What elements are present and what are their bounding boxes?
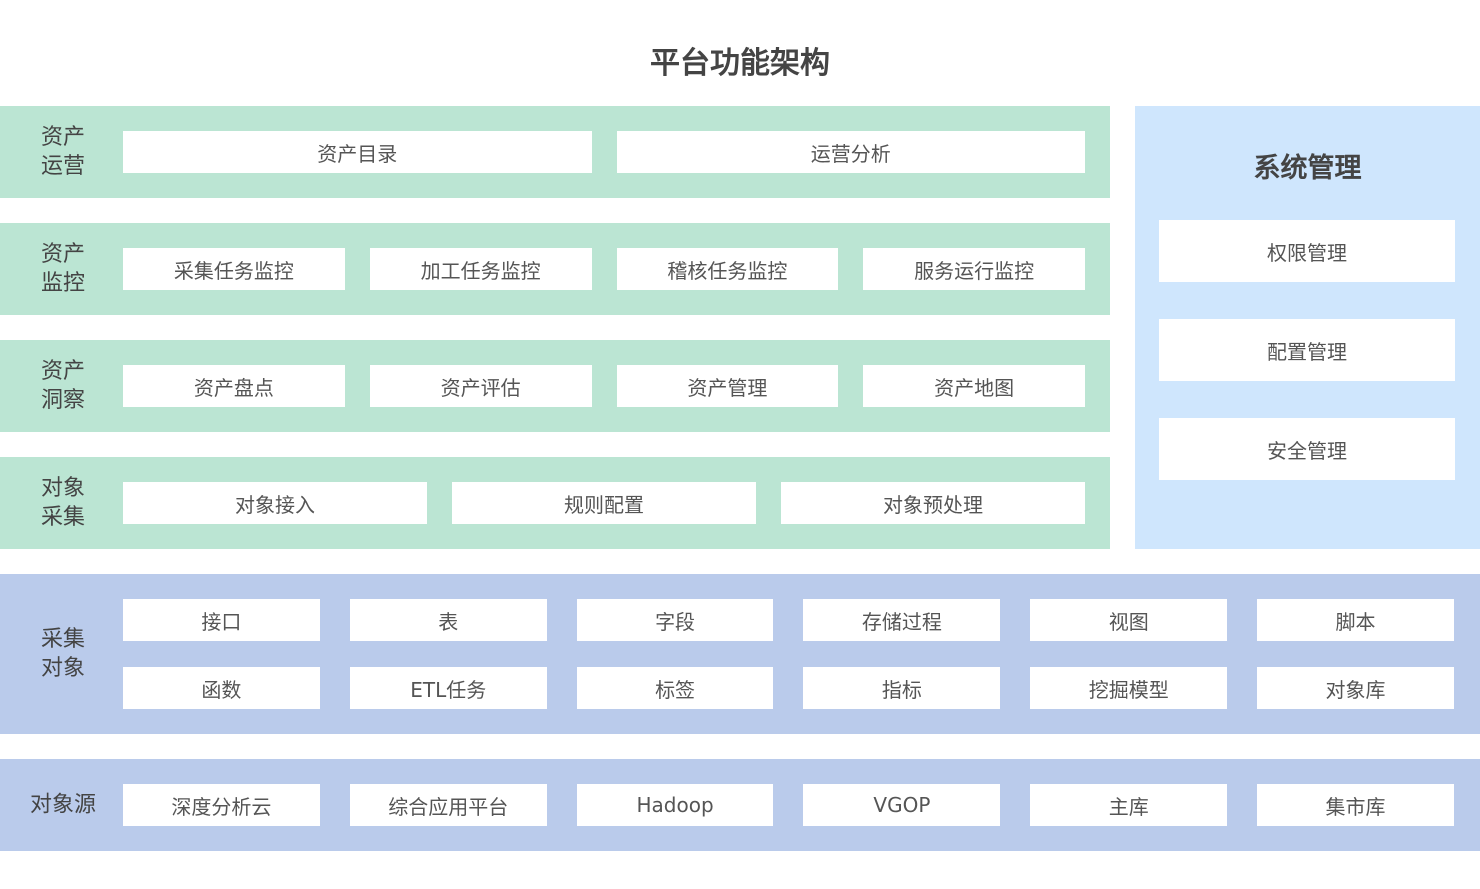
layer-label: 对象源	[29, 792, 96, 818]
module-box: 函数	[123, 667, 320, 709]
module-box: VGOP	[803, 784, 1001, 826]
object-source-layer: 对象源 深度分析云综合应用平台 Hadoop VGOP 主库集市库	[0, 759, 1480, 851]
module-box: 规则配置	[452, 482, 756, 524]
system-item: 权限管理	[1159, 220, 1455, 282]
module-box: 指标	[803, 667, 1001, 709]
layer-label: 资产运营	[40, 125, 85, 179]
layer-band: 资产洞察资产盘点资产评估资产管理资产地图	[0, 340, 1110, 432]
module-box: 主库	[1030, 784, 1228, 826]
module-box: 加工任务监控	[369, 248, 592, 290]
module-box: 存储过程	[803, 599, 1001, 641]
module-box: Hadoop	[576, 784, 774, 826]
module-box: 表	[349, 599, 547, 641]
module-box: 标签	[576, 667, 774, 709]
module-box: 接口	[123, 599, 320, 641]
system-management-title: 系统管理	[1253, 153, 1362, 184]
module-box: 深度分析云	[123, 784, 320, 826]
module-box: 资产管理	[616, 365, 839, 407]
module-box: 资产目录	[123, 131, 592, 173]
module-box: 对象库	[1257, 667, 1454, 709]
layer-label: 采集对象	[40, 627, 85, 681]
module-box: 资产地图	[863, 365, 1085, 407]
module-box: 资产盘点	[123, 365, 345, 407]
module-box: 挖掘模型	[1030, 667, 1228, 709]
module-box: ETL任务	[349, 667, 547, 709]
collect-objects-layer: 采集对象 接口表字段存储过程视图脚本 函数 ETL任务标签指标挖掘模型对象库	[0, 574, 1480, 734]
layer-label: 资产洞察	[40, 359, 85, 413]
system-management-panel: 系统管理 权限管理 配置管理 安全管理	[1135, 106, 1480, 549]
system-item: 配置管理	[1159, 319, 1455, 381]
layer-label: 对象采集	[40, 476, 85, 530]
module-box: 资产评估	[369, 365, 592, 407]
diagram-title: 平台功能架构	[650, 46, 830, 81]
module-box: 运营分析	[616, 131, 1085, 173]
layer-label: 资产监控	[40, 242, 85, 296]
module-box: 脚本	[1257, 599, 1454, 641]
layer-band: 对象采集对象接入规则配置对象预处理	[0, 457, 1110, 549]
module-box: 对象预处理	[781, 482, 1085, 524]
layer-band: 资产运营资产目录运营分析	[0, 106, 1110, 198]
module-box: 稽核任务监控	[616, 248, 839, 290]
module-box: 视图	[1030, 599, 1228, 641]
module-box: 集市库	[1257, 784, 1454, 826]
module-box: 字段	[576, 599, 774, 641]
layer-band: 资产监控采集任务监控加工任务监控稽核任务监控服务运行监控	[0, 223, 1110, 315]
system-item: 安全管理	[1159, 418, 1455, 480]
module-box: 综合应用平台	[349, 784, 547, 826]
module-box: 对象接入	[123, 482, 427, 524]
module-box: 采集任务监控	[123, 248, 345, 290]
module-box: 服务运行监控	[863, 248, 1085, 290]
